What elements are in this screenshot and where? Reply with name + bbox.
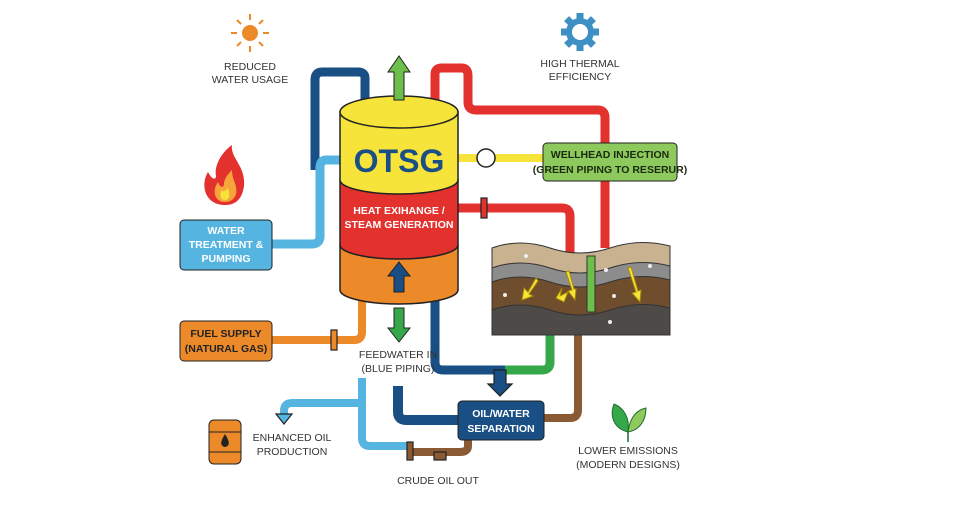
water-treatment-line2: TREATMENT & [189, 239, 264, 251]
feedwater-line2: (BLUE PIPING) [362, 363, 435, 375]
eor-line1: ENHANCED OIL [253, 432, 332, 444]
separation-line1: OIL/WATER [472, 408, 530, 420]
green-production-pipe [505, 305, 555, 375]
pipe-collar [406, 441, 414, 461]
leaf-icon [611, 403, 647, 442]
fuel-supply-box: FUEL SUPPLY (NATURAL GAS) [179, 320, 273, 362]
emissions-line1: LOWER EMISSIONS [578, 445, 678, 457]
water-treatment-line3: PUMPING [201, 253, 250, 265]
tank-middle-line2: STEAM GENERATION [345, 219, 454, 231]
light-blue-eor-branch [280, 399, 362, 416]
brown-pipe-right [543, 305, 582, 422]
separation-line2: SEPARATION [467, 423, 534, 435]
water-treatment-line1: WATER [207, 225, 245, 237]
tank-middle-line1: HEAT EXIHANGE / [353, 205, 444, 217]
feedwater-up-arrow [386, 261, 412, 293]
down-arrow-separation [486, 369, 514, 397]
sun-icon [231, 14, 269, 52]
light-blue-eor-pipe [358, 378, 412, 450]
red-pipe-top [430, 63, 610, 248]
thermal-line1: HIGH THERMAL [540, 58, 619, 70]
dark-blue-return-pipe [430, 298, 505, 375]
flame-icon [204, 145, 245, 205]
feedwater-line1: FEEDWATER IN [359, 349, 437, 361]
dark-blue-pipe-top [310, 67, 370, 170]
pipe-collar [330, 329, 338, 351]
wellhead-line1: WELLHEAD INJECTION [551, 149, 669, 161]
reduced-water-line1: REDUCED [224, 61, 276, 73]
pipe-collar [480, 197, 488, 219]
eor-line2: PRODUCTION [257, 446, 328, 458]
brown-crude-pipe [412, 440, 472, 456]
reduced-water-line2: WATER USAGE [212, 74, 288, 86]
gear-icon [561, 13, 599, 51]
dark-blue-separation-pipe [393, 386, 458, 425]
steam-valve [476, 148, 496, 168]
oil-barrel-icon [208, 419, 242, 465]
fuel-line2: (NATURAL GAS) [185, 343, 267, 355]
water-treatment-box: WATER TREATMENT & PUMPING [179, 219, 273, 271]
crude-oil-label: CRUDE OIL OUT [397, 475, 479, 487]
emissions-line2: (MODERN DESIGNS) [576, 459, 680, 471]
orange-fuel-pipe [272, 298, 366, 344]
reservoir [491, 242, 671, 336]
red-pipe-middle [458, 203, 575, 275]
pipes [272, 63, 610, 461]
steam-up-arrow [387, 55, 411, 101]
feedwater-down-arrow [386, 307, 412, 343]
eor-arrow-head [274, 413, 294, 425]
wellhead-box: WELLHEAD INJECTION (GREEN PIPING TO RESE… [533, 142, 687, 182]
otsg-tank [339, 95, 496, 305]
pipe-collar [433, 451, 447, 461]
wellhead-line2: (GREEN PIPING TO RESERUR) [533, 164, 687, 176]
separation-box: OIL/WATER SEPARATION [457, 400, 545, 441]
thermal-line2: EFFICIENCY [549, 71, 611, 83]
green-injection-pipe [586, 255, 596, 313]
fuel-line1: FUEL SUPPLY [190, 328, 261, 340]
tank-title: OTSG [354, 143, 445, 179]
light-blue-pipe-treatment [272, 155, 340, 249]
